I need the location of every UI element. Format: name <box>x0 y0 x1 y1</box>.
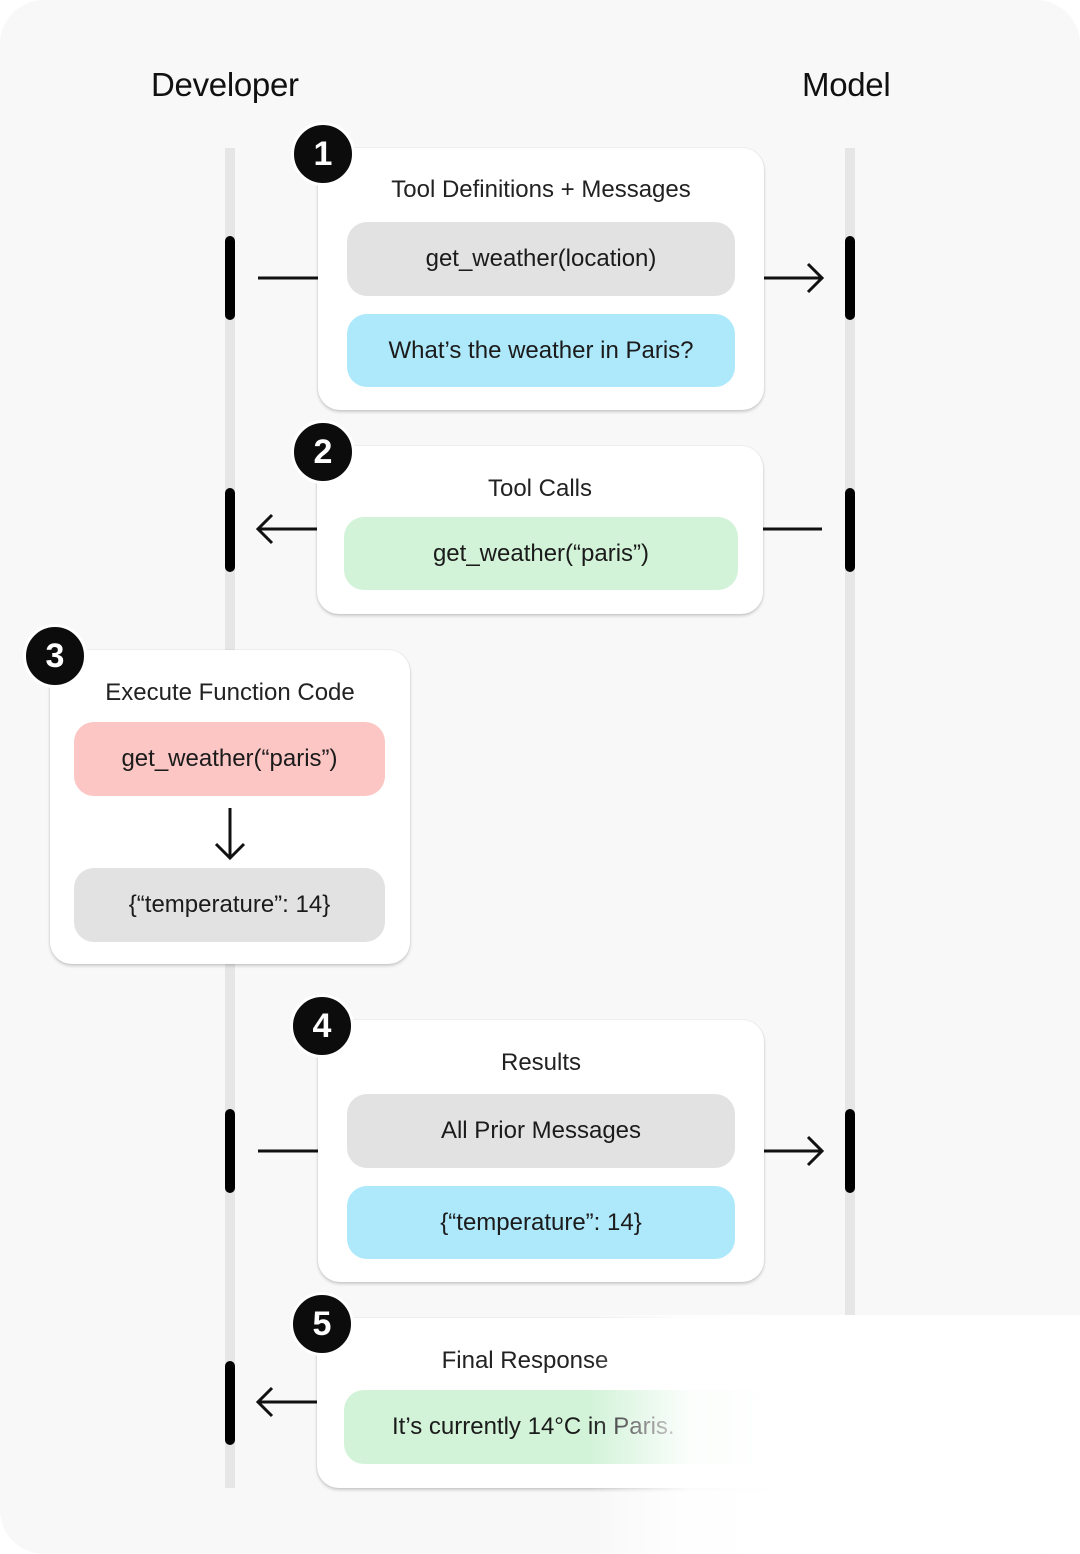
connector-line-step-2-right <box>762 527 822 531</box>
step-3-function-call-pill: get_weather(“paris”) <box>74 722 385 796</box>
arrow-left-icon <box>255 1386 318 1418</box>
model-column-title: Model <box>802 66 891 103</box>
step-4-badge: 4 <box>290 994 354 1058</box>
step-4-prior-messages-pill: All Prior Messages <box>347 1094 735 1168</box>
connector-line-step-4-left <box>258 1149 318 1153</box>
step-3-title: Execute Function Code <box>105 679 355 706</box>
step-2-card: Tool Calls get_weather(“paris”) <box>317 446 763 614</box>
arrow-down-icon <box>214 808 246 861</box>
step-4-result-pill: {“temperature”: 14} <box>347 1186 735 1259</box>
developer-tick-step-4 <box>225 1109 235 1193</box>
step-2-title: Tool Calls <box>487 475 593 502</box>
step-5-final-response-pill: It’s currently 14°C in Paris. <box>344 1390 774 1464</box>
step-3-card: Execute Function Code get_weather(“paris… <box>50 650 410 964</box>
model-tick-step-1 <box>845 236 855 320</box>
model-tick-step-2 <box>845 488 855 572</box>
step-5-badge: 5 <box>290 1292 354 1356</box>
model-lifeline <box>845 148 855 1320</box>
developer-column-title: Developer <box>151 66 299 103</box>
arrow-left-icon <box>255 513 318 545</box>
arrow-right-icon <box>764 262 825 294</box>
developer-tick-step-1 <box>225 236 235 320</box>
connector-line-step-1-left <box>258 276 318 280</box>
step-2-tool-call-pill: get_weather(“paris”) <box>344 517 738 590</box>
step-2-badge: 2 <box>291 420 355 484</box>
step-5-card: Final Response It’s currently 14°C in Pa… <box>317 1318 787 1488</box>
step-5-title: Final Response <box>441 1347 609 1374</box>
step-1-tool-definition-pill: get_weather(location) <box>347 222 735 296</box>
step-1-title: Tool Definitions + Messages <box>391 176 691 203</box>
step-1-badge: 1 <box>291 122 355 186</box>
developer-tick-step-5 <box>225 1361 235 1445</box>
model-tick-step-4 <box>845 1109 855 1193</box>
step-1-message-pill: What’s the weather in Paris? <box>347 314 735 387</box>
arrow-right-icon <box>764 1135 825 1167</box>
step-4-card: Results All Prior Messages {“temperature… <box>318 1020 764 1282</box>
step-4-title: Results <box>500 1049 582 1076</box>
step-1-card: Tool Definitions + Messages get_weather(… <box>318 148 764 410</box>
step-3-badge: 3 <box>23 624 87 688</box>
step-3-function-result-pill: {“temperature”: 14} <box>74 868 385 942</box>
developer-tick-step-2 <box>225 488 235 572</box>
